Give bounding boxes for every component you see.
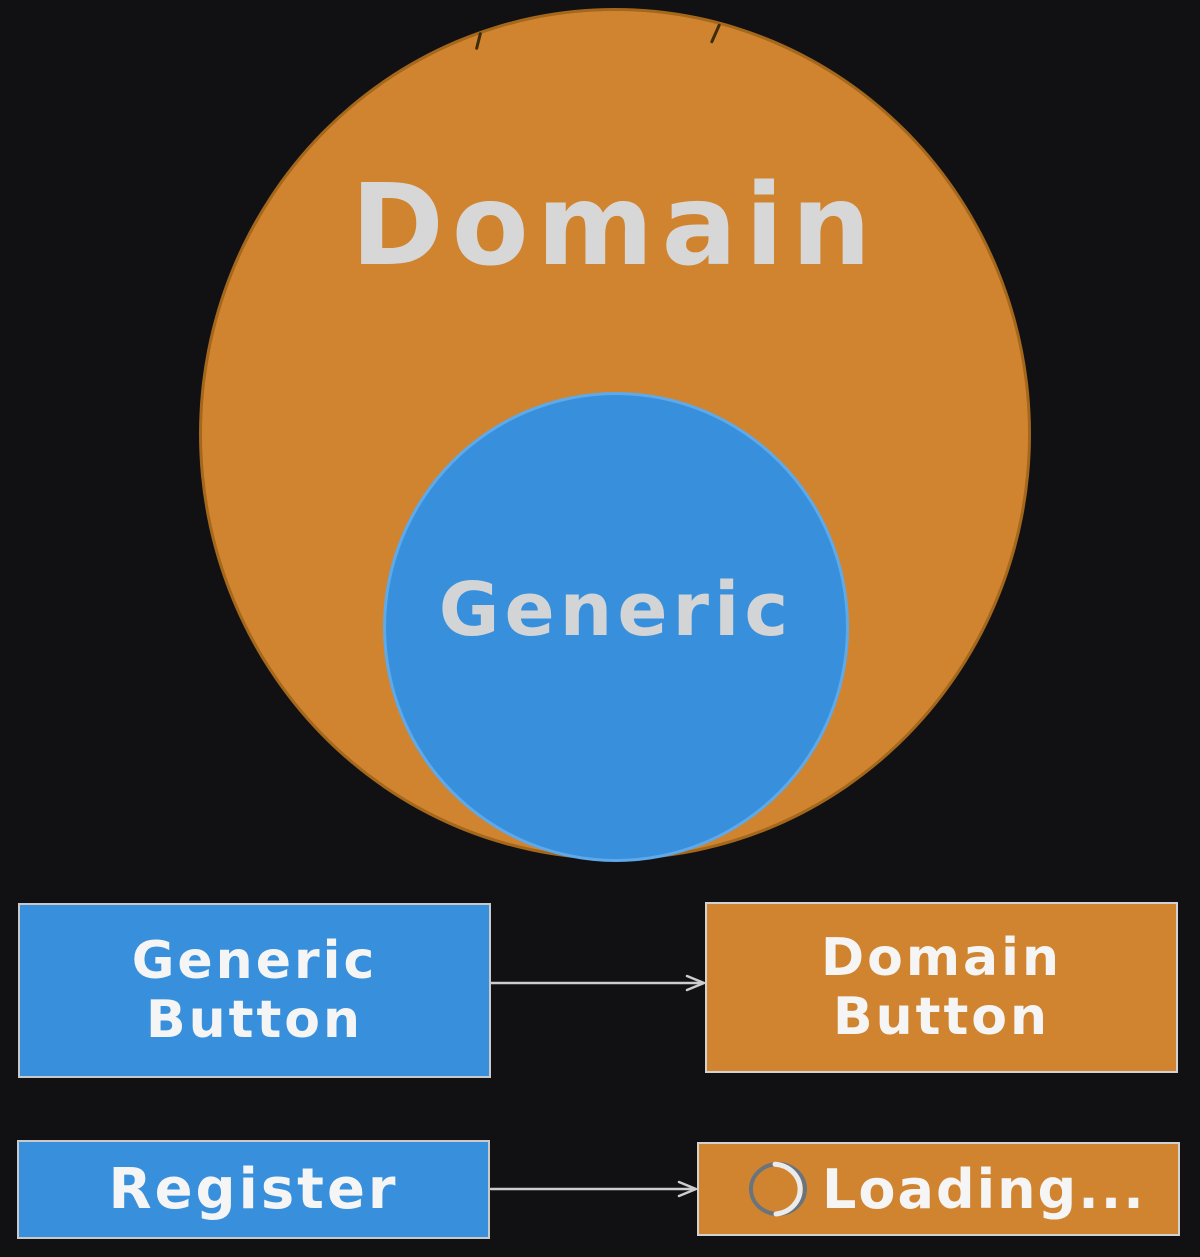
- loading-button[interactable]: Loading...: [697, 1142, 1180, 1236]
- domain-button-label-line1: Domain: [820, 928, 1062, 989]
- spinner-icon: [749, 1161, 807, 1217]
- generic-circle-label: Generic: [438, 567, 794, 653]
- domain-button-label-line2: Button: [832, 986, 1051, 1047]
- domain-circle-label: Domain: [350, 161, 880, 291]
- arrow-generic-to-domain: [490, 974, 706, 992]
- loading-button-label: Loading...: [822, 1157, 1146, 1221]
- register-button-label: Register: [108, 1157, 399, 1222]
- domain-button[interactable]: Domain Button: [705, 902, 1178, 1073]
- generic-button-label-line1: Generic: [131, 931, 378, 992]
- generic-circle: Generic: [383, 392, 849, 862]
- generic-button-label-line2: Button: [145, 989, 364, 1050]
- generic-button[interactable]: Generic Button: [18, 903, 491, 1078]
- arrow-register-to-loading: [490, 1180, 698, 1198]
- register-button[interactable]: Register: [17, 1140, 490, 1239]
